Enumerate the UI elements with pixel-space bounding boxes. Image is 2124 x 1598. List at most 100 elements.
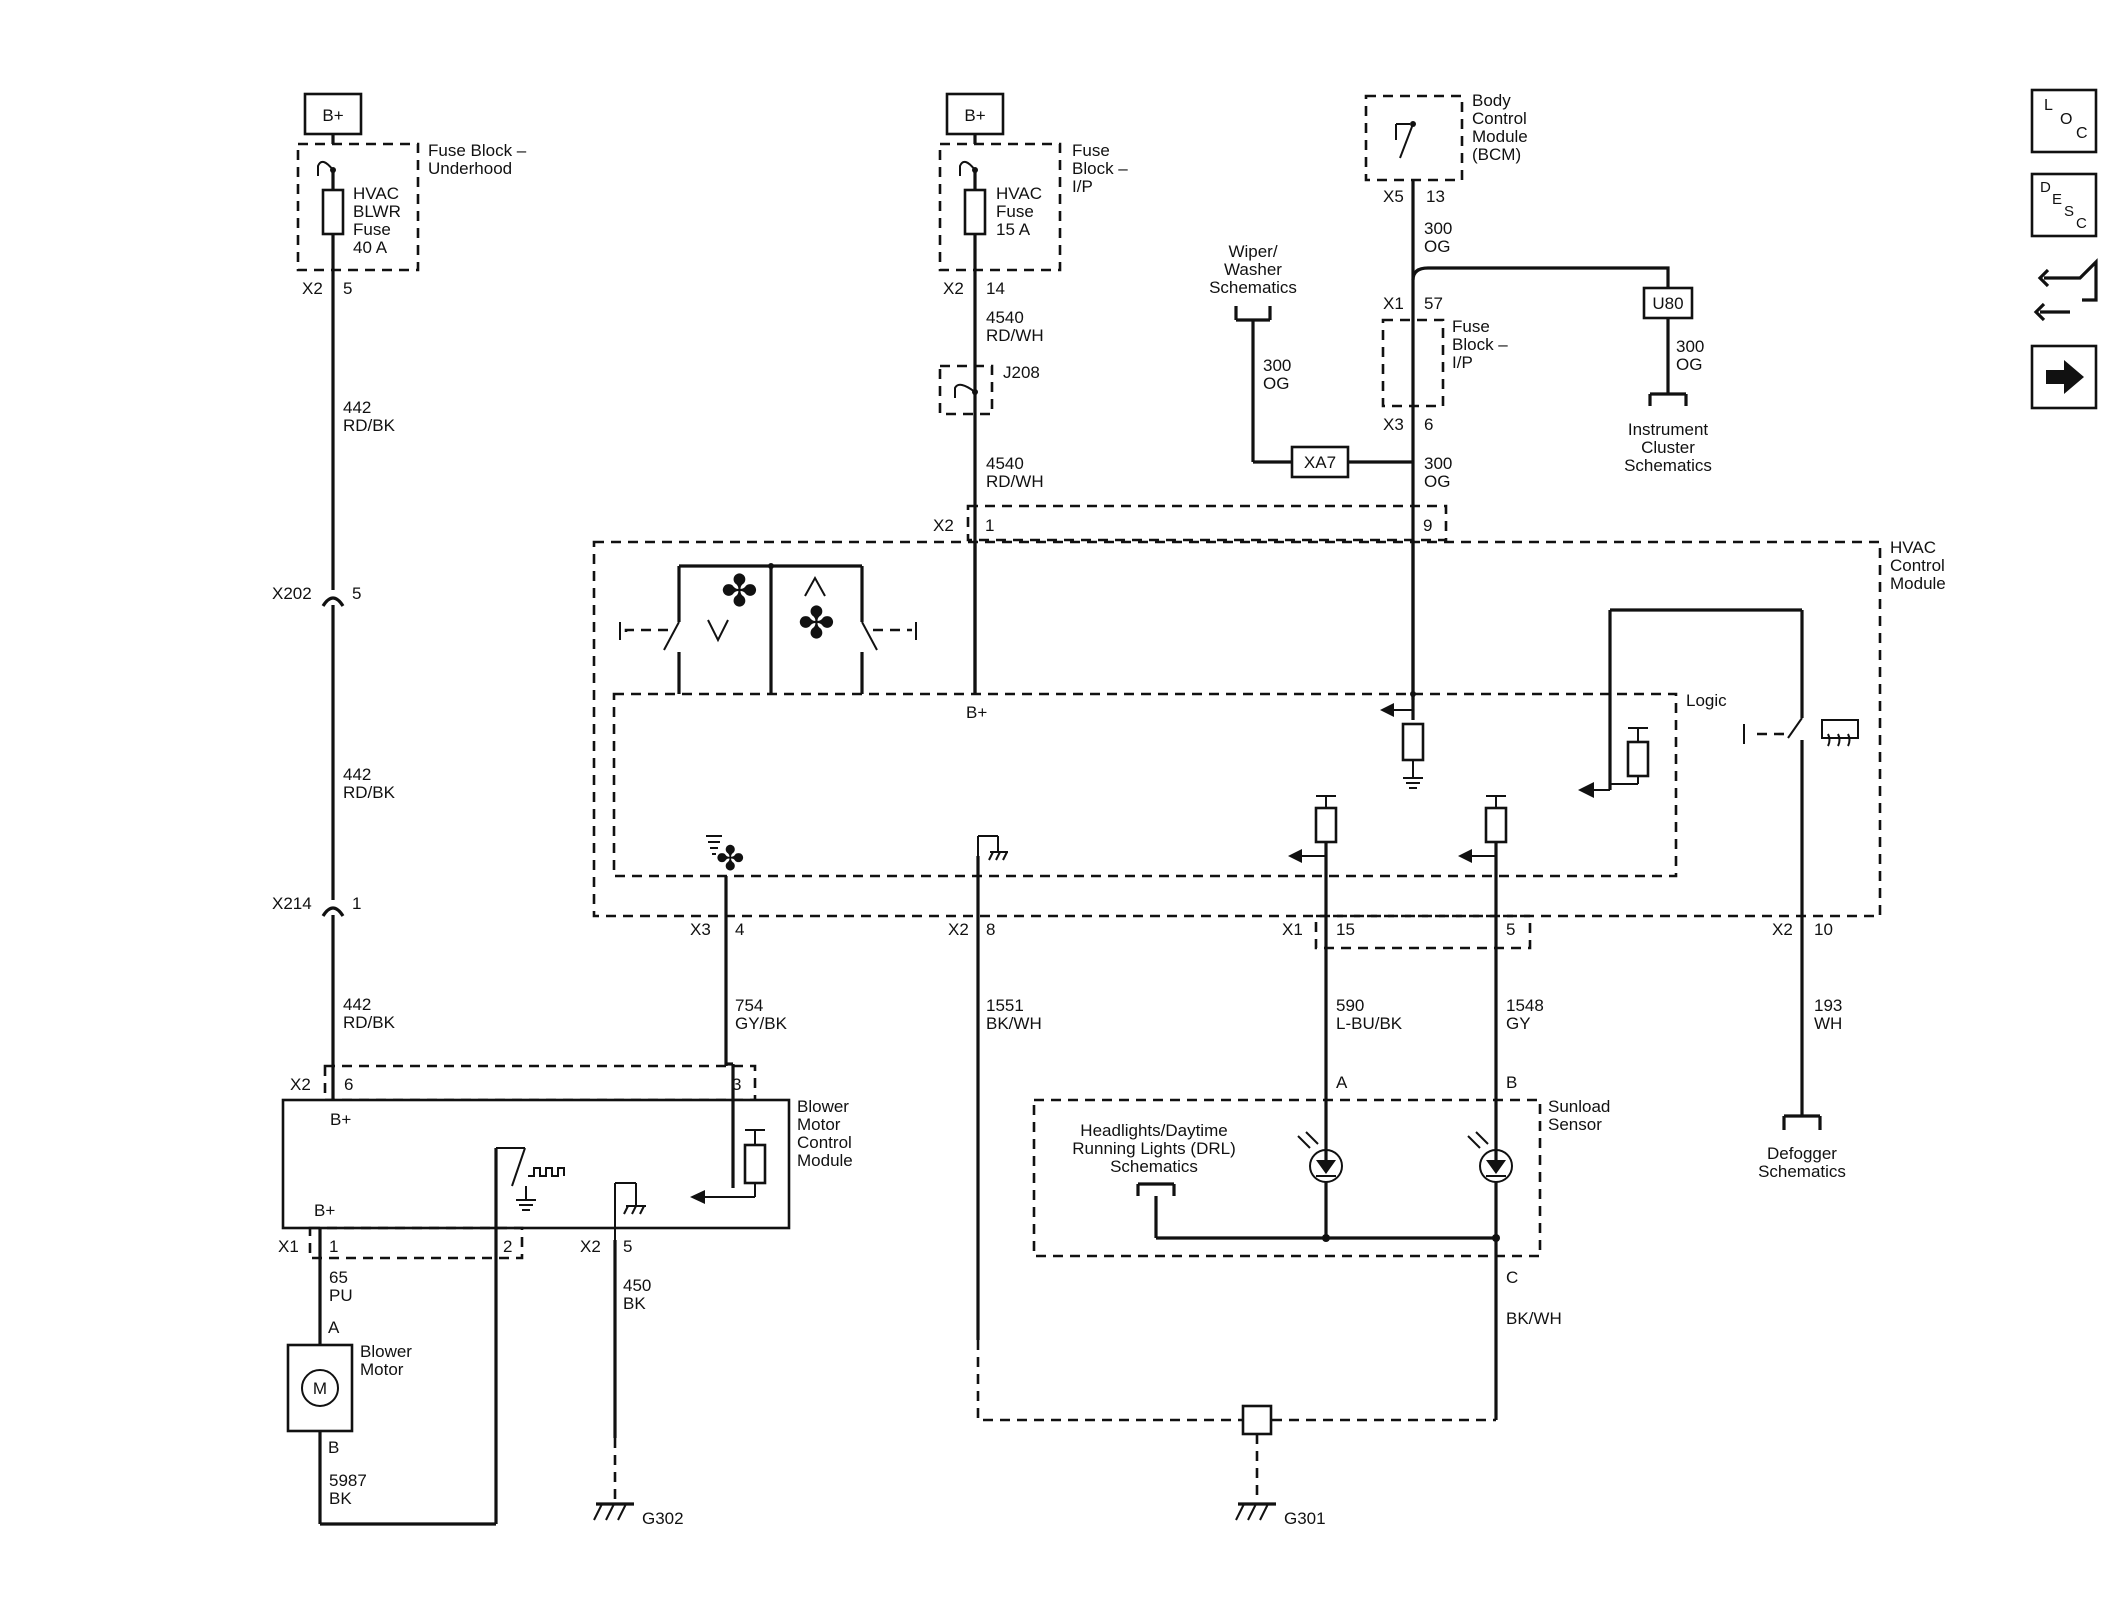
svg-text:Module: Module	[1890, 574, 1946, 593]
svg-text:B+: B+	[314, 1201, 335, 1220]
bplus-left: B+	[303, 92, 363, 136]
svg-text:5987: 5987	[329, 1471, 367, 1490]
svg-text:(BCM): (BCM)	[1472, 145, 1521, 164]
fuse-block-underhood	[296, 142, 420, 272]
svg-text:Motor: Motor	[797, 1115, 841, 1134]
svg-text:D: D	[2040, 179, 2051, 196]
loc-button[interactable]: L O C	[2030, 88, 2098, 154]
hvac-fuse-15a	[963, 188, 987, 236]
drl-schematics-label: Headlights/Daytime Running Lights (DRL) …	[1072, 1121, 1235, 1176]
hvac-control-module	[592, 540, 1882, 918]
sunload-b-input	[1458, 795, 1508, 1166]
svg-text:450: 450	[623, 1276, 651, 1295]
bmcm-label: Blower Motor Control Module	[797, 1097, 853, 1170]
svg-text:✤: ✤	[798, 599, 835, 648]
svg-text:X3: X3	[690, 920, 711, 939]
svg-text:BK: BK	[623, 1294, 646, 1313]
svg-text:Module: Module	[797, 1151, 853, 1170]
svg-text:2: 2	[503, 1237, 512, 1256]
svg-text:193: 193	[1814, 996, 1842, 1015]
sunload-a-input	[1288, 795, 1338, 1166]
svg-text:Washer: Washer	[1224, 260, 1282, 279]
defogger-label: Defogger Schematics	[1758, 1144, 1846, 1181]
svg-text:HVAC: HVAC	[1890, 538, 1936, 557]
fan-output-icon: ✤	[706, 835, 745, 878]
svg-text:9: 9	[1423, 516, 1432, 535]
svg-text:Fuse: Fuse	[996, 202, 1034, 221]
svg-text:14: 14	[986, 279, 1005, 298]
svg-text:X1: X1	[278, 1237, 299, 1256]
svg-text:RD/WH: RD/WH	[986, 472, 1044, 491]
svg-text:C: C	[1506, 1268, 1518, 1287]
svg-text:1: 1	[985, 516, 994, 535]
svg-text:300: 300	[1424, 454, 1452, 473]
svg-text:WH: WH	[1814, 1014, 1842, 1033]
blower-speed-switch	[619, 563, 917, 694]
wiper-washer-label: Wiper/ Washer Schematics	[1209, 242, 1297, 297]
svg-text:Body: Body	[1472, 91, 1511, 110]
svg-text:Sensor: Sensor	[1548, 1115, 1602, 1134]
svg-text:65: 65	[329, 1268, 348, 1287]
svg-text:Fuse Block –: Fuse Block –	[428, 141, 527, 160]
svg-text:442: 442	[343, 765, 371, 784]
fuse-block-underhood-label: Fuse Block – Underhood	[428, 141, 527, 178]
body-control-module	[1364, 94, 1464, 182]
hvac-x2-connector	[966, 504, 1448, 542]
svg-text:E: E	[2052, 191, 2062, 208]
hvac-input-resistor	[1380, 540, 1425, 789]
svg-text:Control: Control	[1472, 109, 1527, 128]
logic-block	[612, 692, 1678, 878]
svg-text:X2: X2	[302, 279, 323, 298]
svg-text:B+: B+	[964, 106, 985, 125]
svg-text:I/P: I/P	[1072, 177, 1093, 196]
svg-text:5: 5	[623, 1237, 632, 1256]
svg-text:BK/WH: BK/WH	[1506, 1309, 1562, 1328]
svg-text:Control: Control	[797, 1133, 852, 1152]
hvac-x1-connector	[1314, 914, 1532, 950]
connector-tool-icon[interactable]	[2033, 258, 2098, 322]
svg-text:4: 4	[735, 920, 744, 939]
svg-text:Schematics: Schematics	[1624, 456, 1712, 475]
svg-text:300: 300	[1424, 219, 1452, 238]
svg-text:442: 442	[343, 398, 371, 417]
svg-text:Block –: Block –	[1452, 335, 1508, 354]
svg-text:Control: Control	[1890, 556, 1945, 575]
svg-text:Schematics: Schematics	[1758, 1162, 1846, 1181]
svg-text:590: 590	[1336, 996, 1364, 1015]
desc-button[interactable]: D E S C	[2030, 172, 2098, 238]
sunload-sensor	[1032, 1098, 1542, 1258]
svg-text:10: 10	[1814, 920, 1833, 939]
svg-text:Module: Module	[1472, 127, 1528, 146]
wiper-washer-connector	[1234, 306, 1272, 322]
svg-text:OG: OG	[1424, 237, 1450, 256]
fuse-block-ip-label: Fuse Block – I/P	[1072, 141, 1128, 196]
svg-text:X5: X5	[1383, 187, 1404, 206]
next-arrow-button[interactable]	[2030, 344, 2098, 410]
svg-text:6: 6	[344, 1075, 353, 1094]
svg-text:5: 5	[343, 279, 352, 298]
svg-text:1548: 1548	[1506, 996, 1544, 1015]
svg-text:PU: PU	[329, 1286, 353, 1305]
fan-increase-icon: ✤	[707, 567, 758, 643]
svg-text:O: O	[2060, 111, 2072, 128]
svg-text:RD/BK: RD/BK	[343, 416, 396, 435]
connector-x214: X214 1	[272, 894, 361, 917]
svg-text:5: 5	[352, 584, 361, 603]
svg-text:Sunload: Sunload	[1548, 1097, 1610, 1116]
svg-text:A: A	[328, 1318, 340, 1337]
svg-text:X1: X1	[1383, 294, 1404, 313]
svg-text:Wiper/: Wiper/	[1228, 242, 1277, 261]
defogger-connector	[1782, 1114, 1822, 1130]
svg-text:A: A	[1336, 1073, 1348, 1092]
ground-g302-icon	[593, 1502, 634, 1521]
sunload-sensor-label: Sunload Sensor	[1548, 1097, 1610, 1134]
svg-text:40 A: 40 A	[353, 238, 388, 257]
svg-text:✤: ✤	[716, 840, 745, 878]
svg-text:C: C	[2076, 215, 2087, 232]
blower-motor-control-module	[281, 1098, 791, 1230]
svg-text:J208: J208	[1003, 363, 1040, 382]
svg-text:Motor: Motor	[360, 1360, 404, 1379]
svg-text:Blower: Blower	[360, 1342, 412, 1361]
defogger-circuit	[1578, 608, 1804, 1116]
svg-text:Running Lights (DRL): Running Lights (DRL)	[1072, 1139, 1235, 1158]
